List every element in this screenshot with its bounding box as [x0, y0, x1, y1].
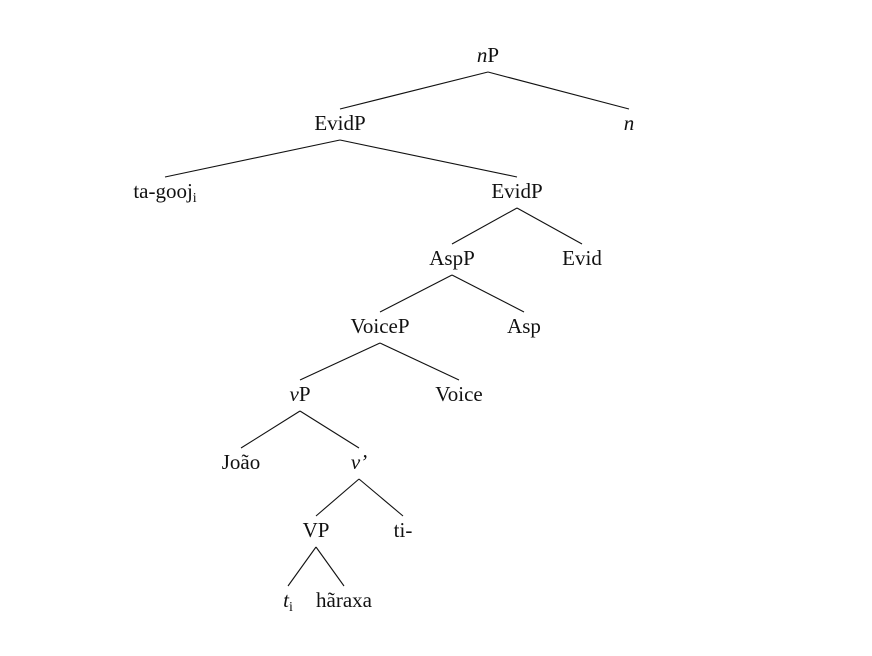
tree-edge-vbar-vp: [315, 478, 360, 517]
tree-edge-vp-haraxa: [315, 546, 345, 587]
node-label-part: i: [289, 600, 293, 615]
node-label-part: VoiceP: [350, 314, 409, 338]
node-label: João: [222, 450, 261, 474]
tree-edge-evidp2-aspp: [451, 207, 518, 245]
node-label-part: Evid: [562, 246, 602, 270]
tree-node-vbar: v’: [351, 450, 367, 474]
node-label: AspP: [429, 246, 475, 270]
node-label: v’: [351, 450, 367, 474]
tree-edge-np-n: [487, 71, 630, 110]
tree-edge-np-evidp1: [339, 71, 489, 110]
tree-node-np: nP: [477, 43, 499, 67]
node-label-part: EvidP: [491, 179, 542, 203]
node-label-part: i: [193, 191, 197, 206]
node-label-part: Asp: [507, 314, 541, 338]
tree-node-voicep: VoiceP: [350, 314, 409, 338]
node-label: ti: [283, 588, 293, 615]
tree-node-n: n: [624, 111, 635, 135]
node-label-part: P: [299, 382, 311, 406]
tree-edge-evidp1-evidp2: [339, 139, 518, 178]
tree-node-vp: vP: [289, 382, 310, 406]
tree-node-aspp: AspP: [429, 246, 475, 270]
node-label-part: t: [283, 588, 290, 612]
node-label-part: ti-: [394, 518, 413, 542]
node-label-part: n: [624, 111, 635, 135]
node-label: Evid: [562, 246, 602, 270]
tree-node-vp: VP: [303, 518, 330, 542]
node-label-part: ta-gooj: [133, 179, 192, 203]
node-label-part: v: [289, 382, 299, 406]
tree-node-joao: João: [222, 450, 261, 474]
node-label-part: n: [477, 43, 488, 67]
tree-edge-evidp1-tagooj: [164, 139, 341, 178]
tree-edge-vp-vbar: [299, 410, 360, 449]
tree-node-ti: ti-: [394, 518, 413, 542]
node-label-part: v’: [351, 450, 367, 474]
node-label: Voice: [435, 382, 482, 406]
tree-edge-aspp-voicep: [379, 274, 453, 313]
tree-edge-aspp-asp: [451, 274, 525, 313]
node-label-part: hãraxa: [316, 588, 373, 612]
tree-node-trace: ti: [283, 588, 293, 615]
node-label: ti-: [394, 518, 413, 542]
tree-node-voice: Voice: [435, 382, 482, 406]
node-label-part: VP: [303, 518, 330, 542]
node-label-part: P: [487, 43, 499, 67]
tree-edge-voicep-voice: [379, 342, 460, 381]
tree-node-asp: Asp: [507, 314, 541, 338]
node-label: EvidP: [314, 111, 365, 135]
node-label-part: AspP: [429, 246, 475, 270]
tree-edge-evidp2-evid: [516, 207, 583, 245]
node-label-part: João: [222, 450, 261, 474]
tree-edge-voicep-vp: [299, 342, 381, 381]
node-label: hãraxa: [316, 588, 373, 612]
tree-node-evid: Evid: [562, 246, 602, 270]
node-label: vP: [289, 382, 310, 406]
node-label: ta-gooji: [133, 179, 196, 206]
tree-edge-vp-joao: [240, 410, 301, 449]
tree-node-tagooj: ta-gooji: [133, 179, 196, 206]
node-label: nP: [477, 43, 499, 67]
node-label: Asp: [507, 314, 541, 338]
tree-edge-vbar-ti: [358, 478, 404, 517]
tree-edge-vp-trace: [287, 546, 317, 587]
node-label: n: [624, 111, 635, 135]
node-label: VP: [303, 518, 330, 542]
tree-node-haraxa: hãraxa: [316, 588, 373, 612]
tree-node-evidp1: EvidP: [314, 111, 365, 135]
tree-edges: [164, 71, 630, 587]
tree-node-evidp2: EvidP: [491, 179, 542, 203]
node-label-part: Voice: [435, 382, 482, 406]
node-label: EvidP: [491, 179, 542, 203]
node-label-part: EvidP: [314, 111, 365, 135]
node-label: VoiceP: [350, 314, 409, 338]
